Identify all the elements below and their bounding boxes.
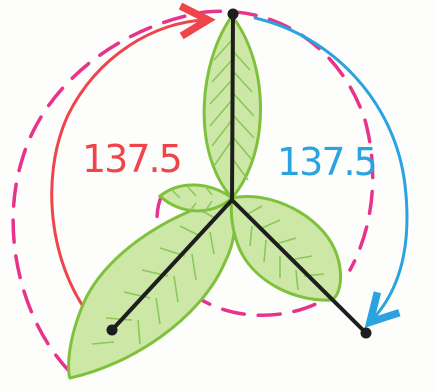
leaf-small-left bbox=[160, 185, 232, 211]
leaf-bottom-right bbox=[231, 197, 340, 301]
right-angle-label: 137.5 bbox=[277, 140, 376, 184]
left-angle-label: 137.5 bbox=[82, 137, 181, 181]
